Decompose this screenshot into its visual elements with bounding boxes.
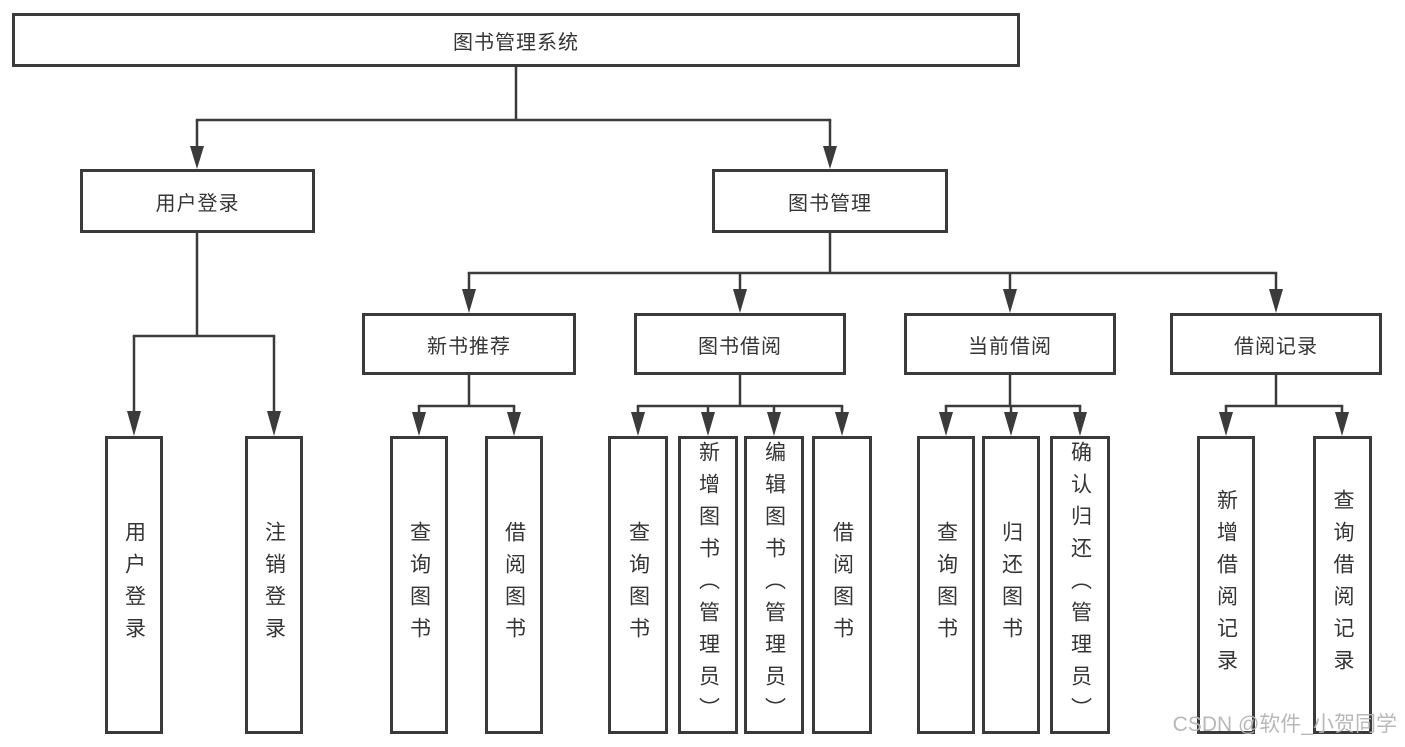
node-library-management-system: 图书管理系统 [12,13,1020,67]
node-label: 当前借阅 [968,335,1052,358]
leaf-borrow-books-recommend: 借阅图书 [485,436,543,734]
node-new-book-recommendation: 新书推荐 [362,313,576,375]
leaf-label: 查询借阅记录 [1331,489,1354,681]
connectors-new-book-recommendation [412,374,521,436]
connectors-user-login-to-leaves [127,233,281,436]
leaf-query-books-recommend: 查询图书 [390,436,448,734]
leaf-edit-book-admin: 编辑图书（管理员） [744,436,804,734]
leaf-label: 借阅图书 [502,521,526,649]
node-label: 图书管理系统 [453,31,579,54]
leaf-confirm-return-admin: 确认归还（管理员） [1050,436,1110,734]
leaf-label: 用户登录 [122,521,146,649]
node-label: 图书管理 [788,192,872,215]
connectors-root-to-branches [190,67,837,169]
leaf-query-books-current: 查询图书 [917,436,975,734]
node-label: 图书借阅 [698,335,782,358]
node-current-borrowing: 当前借阅 [904,313,1116,375]
leaf-label: 确认归还（管理员） [1068,441,1092,729]
node-label: 借阅记录 [1234,335,1318,358]
connectors-book-management-to-groups [462,233,1283,313]
node-user-login: 用户登录 [80,169,315,233]
node-book-management: 图书管理 [712,169,948,233]
leaf-label: 新增借阅记录 [1214,489,1238,681]
node-borrowing-records: 借阅记录 [1170,313,1382,375]
leaf-label: 注销登录 [262,521,286,649]
connectors-book-borrowing [631,374,849,436]
node-book-borrowing: 图书借阅 [634,313,846,375]
leaf-query-borrow-record: 查询借阅记录 [1313,436,1372,734]
leaf-label: 查询图书 [407,521,431,649]
connectors-current-borrowing [939,374,1087,436]
leaf-add-book-admin: 新增图书（管理员） [678,436,738,734]
csdn-watermark: CSDN @软件_小贺同学 [1172,713,1397,736]
leaf-label: 归还图书 [999,521,1023,649]
connectors-borrowing-records [1219,374,1349,436]
leaf-logout: 注销登录 [245,436,303,734]
leaf-label: 新增图书（管理员） [696,441,720,729]
node-label: 新书推荐 [427,335,511,358]
leaf-label: 查询图书 [626,521,650,649]
leaf-label: 借阅图书 [830,521,854,649]
node-label: 用户登录 [155,192,240,215]
leaf-borrow-books-borrowing: 借阅图书 [812,436,872,734]
leaf-label: 编辑图书（管理员） [762,441,786,729]
leaf-query-books-borrowing: 查询图书 [608,436,668,734]
leaf-return-books: 归还图书 [982,436,1040,734]
leaf-add-borrow-record: 新增借阅记录 [1197,436,1255,734]
leaf-user-login: 用户登录 [105,436,163,734]
leaf-label: 查询图书 [934,521,958,649]
